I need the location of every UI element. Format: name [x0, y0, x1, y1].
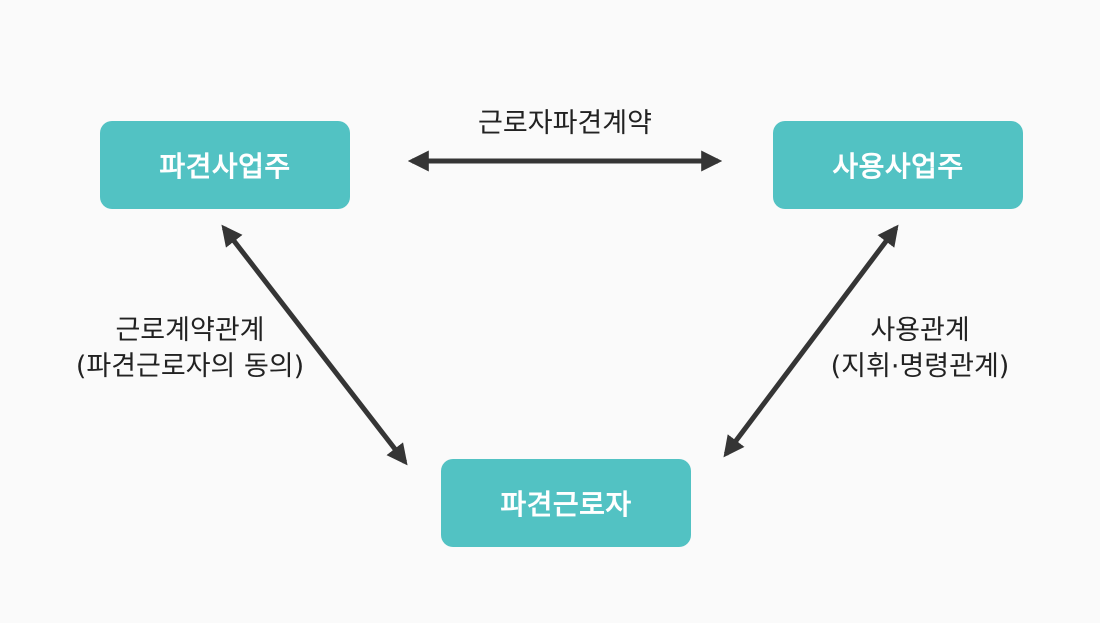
- employment-relation-arrow: [221, 224, 408, 466]
- command-relation-note: (지휘·명령관계): [830, 351, 1010, 382]
- dispatch-contract-text: 근로자파견계약: [478, 108, 652, 139]
- employment-relation-label: 근로계약관계 (파견근로자의 동의): [40, 313, 340, 385]
- user-employer-label: 사용사업주: [832, 150, 964, 183]
- dispatcher-node: 파견사업주: [100, 121, 350, 209]
- employment-relation-note: (파견근로자의 동의): [75, 351, 305, 382]
- employment-relation-text: 근로계약관계: [115, 315, 265, 346]
- dispatcher-label: 파견사업주: [159, 150, 291, 183]
- user-employer-node: 사용사업주: [773, 121, 1023, 209]
- command-relation-text: 사용관계: [870, 315, 970, 346]
- dispatched-worker-node: 파견근로자: [441, 459, 691, 547]
- worker-label: 파견근로자: [500, 488, 632, 521]
- dispatch-contract-label: 근로자파견계약: [415, 106, 715, 142]
- command-relation-label: 사용관계 (지휘·명령관계): [770, 313, 1070, 385]
- command-relation-arrow: [723, 224, 899, 458]
